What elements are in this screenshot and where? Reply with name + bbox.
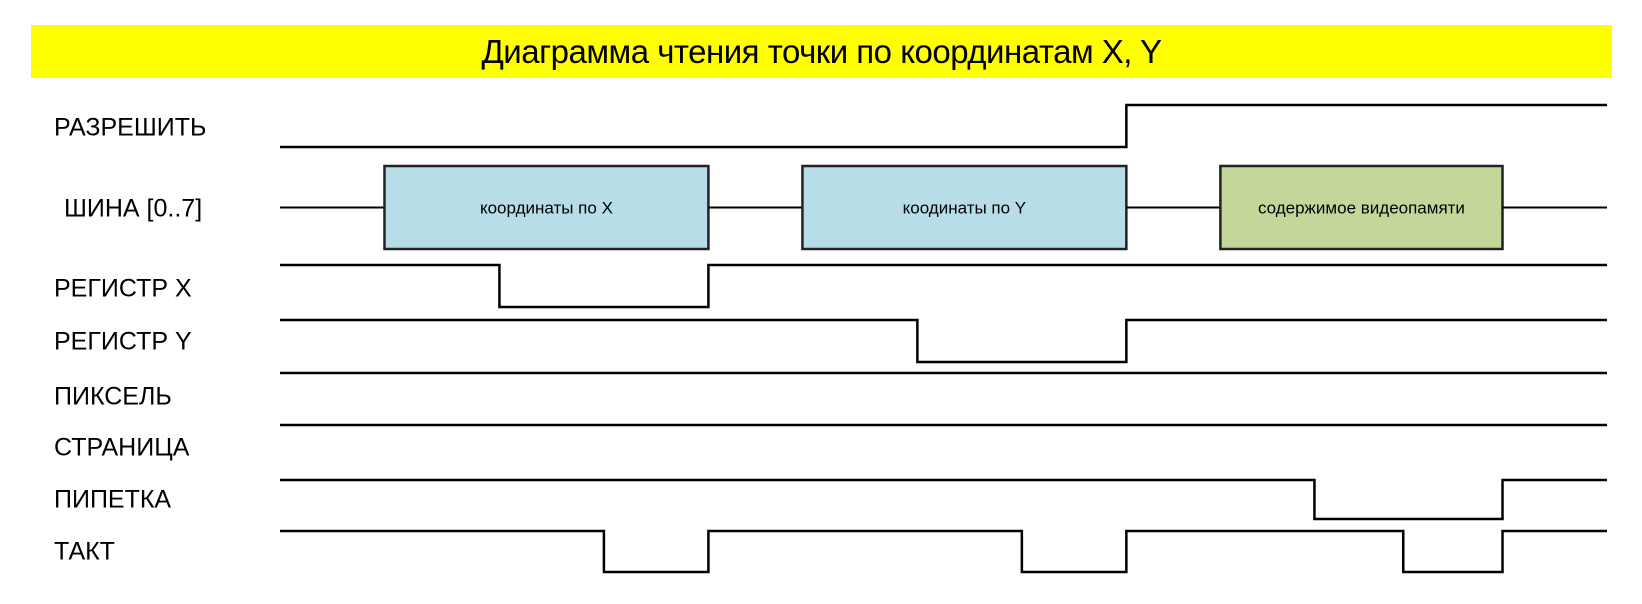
waveform-reg-x	[280, 263, 1607, 309]
signal-label-enable: РАЗРЕШИТЬ	[54, 113, 207, 142]
bus-segment-label: коодинаты по Y	[903, 199, 1027, 218]
signal-label-reg-x: РЕГИСТР X	[54, 274, 192, 303]
signal-label-pixel: ПИКСЕЛЬ	[54, 382, 172, 411]
diagram-title: Диаграмма чтения точки по координатам X,…	[481, 32, 1162, 70]
waveform-enable	[280, 103, 1607, 149]
bus-segment-box	[1219, 164, 1504, 251]
bus-segment-label: содержимое видеопамяти	[1258, 199, 1465, 218]
title-banner: Диаграмма чтения точки по координатам X,…	[31, 25, 1612, 78]
signal-label-bus: ШИНА [0..7]	[64, 194, 203, 223]
bus-segment-label: координаты по X	[480, 199, 613, 218]
bus-segment-box	[801, 164, 1128, 251]
signal-label-pipette: ПИПЕТКА	[54, 485, 172, 514]
waveform-pipette	[280, 478, 1607, 521]
signal-label-page: СТРАНИЦА	[54, 433, 190, 462]
bus-segment-box	[383, 164, 710, 251]
signal-label-clock: ТАКТ	[54, 537, 115, 566]
waveform-clock	[280, 529, 1607, 574]
signal-label-reg-y: РЕГИСТР Y	[54, 327, 192, 356]
waveform-reg-y	[280, 318, 1607, 364]
